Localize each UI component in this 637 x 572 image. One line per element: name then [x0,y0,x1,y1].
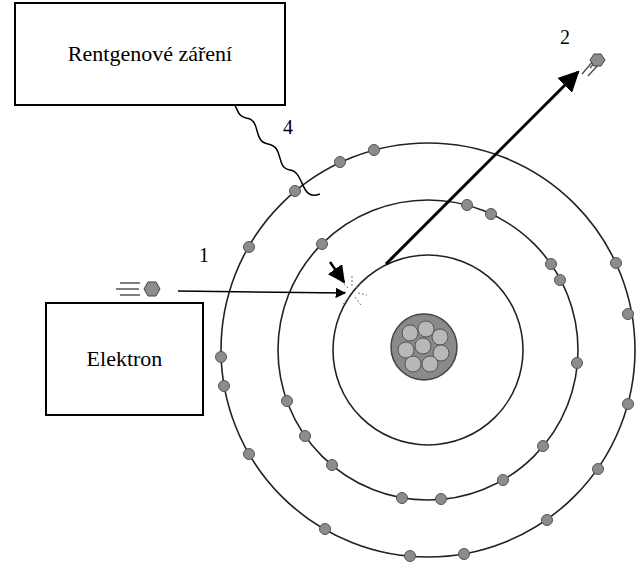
incoming-electron [116,282,160,296]
callout-number: 2 [560,26,570,49]
ejected-electron [582,54,605,76]
electron-shells [221,143,635,557]
box-text: Rentgenové záření [68,41,232,67]
transition-arrow [330,262,344,282]
shell-electrons [216,145,634,562]
incoming-arrow [178,291,345,293]
callout-number: 4 [283,116,293,139]
xray-wave [232,102,320,195]
label-box: Elektron [45,302,204,416]
box-text: Elektron [87,346,163,372]
callout-number: 1 [199,244,209,267]
nucleus [391,314,457,380]
ejection-arrow [386,72,578,264]
label-box: Rentgenové záření [14,2,286,106]
